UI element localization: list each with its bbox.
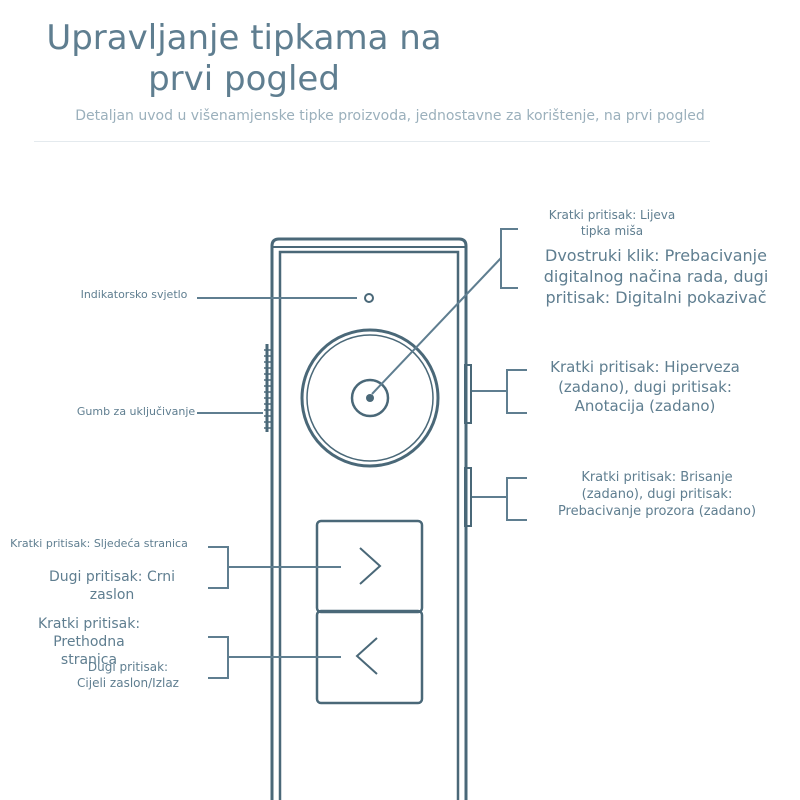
page-subtitle: Detaljan uvod u višenamjenske tipke proi… bbox=[75, 108, 705, 124]
indicator-light-icon bbox=[364, 293, 374, 303]
chevron-left-icon bbox=[355, 637, 378, 675]
remote-body bbox=[270, 237, 468, 800]
power-button-grip bbox=[264, 344, 272, 432]
mouse-button-center-ring bbox=[350, 378, 390, 418]
label-indicator-light: Indikatorsko svjetlo bbox=[80, 288, 188, 301]
label-next-short-press: Kratki pritisak: Sljedeća stranica bbox=[10, 537, 188, 550]
erase-side-button bbox=[464, 467, 472, 527]
mouse-button-center-dot bbox=[366, 394, 374, 402]
page-title: Upravljanje tipkama na prvi pogled bbox=[34, 18, 454, 100]
leader-mouse-bracket bbox=[500, 228, 518, 289]
title-line-2: prvi pogled bbox=[148, 59, 340, 99]
chevron-right-icon bbox=[359, 547, 382, 585]
leader-erase-bracket bbox=[506, 477, 527, 521]
leader-mouse bbox=[371, 257, 502, 395]
label-prev-long-press: Dugi pritisak:Cijeli zaslon/Izlaz bbox=[77, 660, 179, 690]
mouse-button-outer-ring bbox=[300, 328, 440, 468]
leader-next-bracket bbox=[208, 546, 229, 589]
title-line-1: Upravljanje tipkama na bbox=[46, 18, 442, 58]
label-prev-short-press: Kratki pritisak:Prethodna stranica bbox=[37, 616, 141, 669]
label-power-button: Gumb za uključivanje bbox=[76, 405, 196, 418]
mouse-button-inner-ring bbox=[306, 334, 434, 462]
header-divider bbox=[34, 141, 710, 142]
leader-lines bbox=[197, 228, 527, 679]
label-erase-button: Kratki pritisak: Brisanje(zadano), dugi … bbox=[557, 470, 757, 519]
label-hyperlink-button: Kratki pritisak: Hiperveza(zadano), dugi… bbox=[550, 358, 740, 415]
leader-hyperlink-bracket bbox=[506, 369, 527, 414]
leader-prev-bracket bbox=[208, 636, 229, 679]
hyperlink-side-button bbox=[464, 364, 472, 424]
